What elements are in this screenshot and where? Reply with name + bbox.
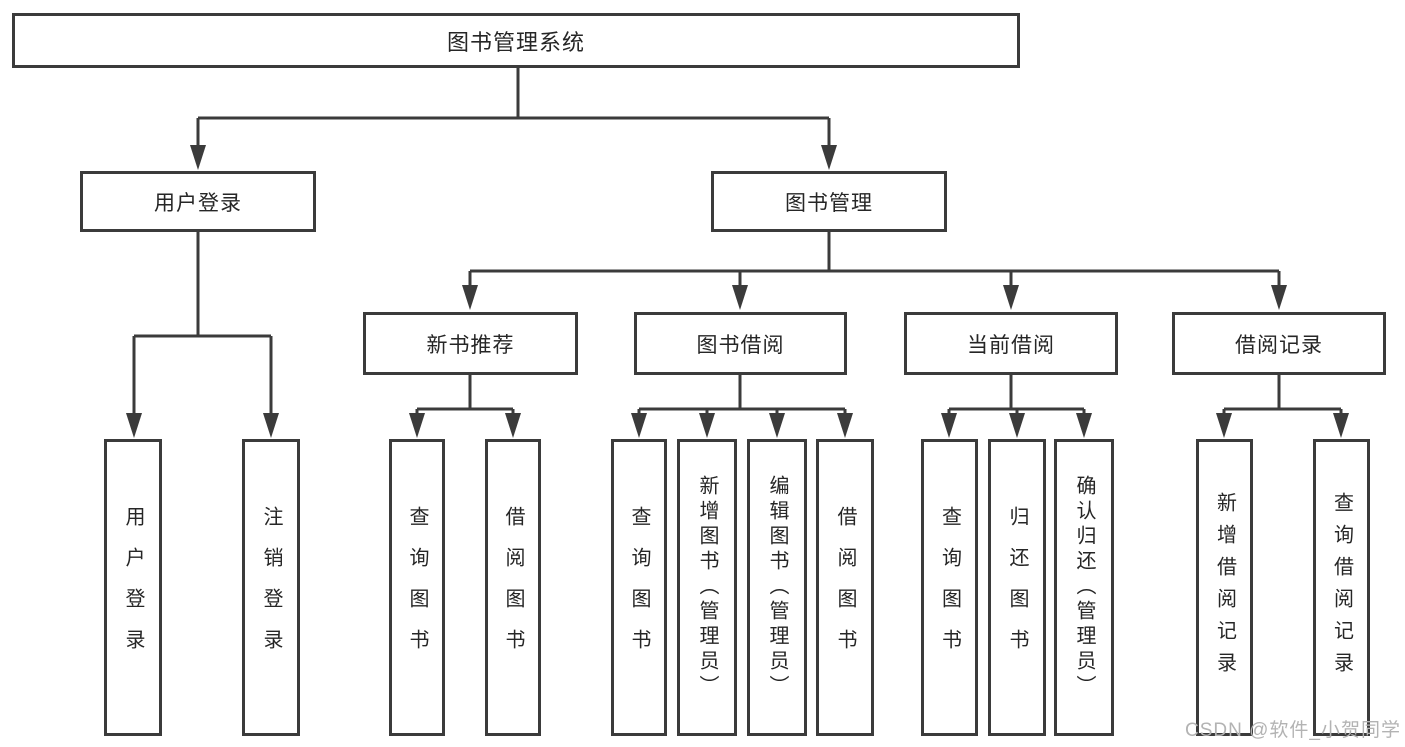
node-label: 归还图书	[1006, 505, 1028, 670]
node-label: 查询图书	[628, 505, 650, 670]
leaf-query-books-recommend: 查询图书	[389, 439, 445, 736]
node-label: 借阅记录	[1235, 333, 1323, 357]
node-label: 借阅图书	[834, 505, 856, 670]
leaf-query-books-borrow: 查询图书	[611, 439, 667, 736]
node-label: 借阅图书	[502, 505, 524, 670]
node-label: 查询图书	[938, 505, 961, 670]
node-label: 确认归还（管理员）	[1073, 475, 1095, 700]
csdn-watermark: CSDN @软件_小贺同学	[1185, 720, 1401, 741]
node-label: 编辑图书（管理员）	[766, 475, 788, 700]
leaf-borrow-books-recommend: 借阅图书	[485, 439, 541, 736]
leaf-edit-books-admin: 编辑图书（管理员）	[747, 439, 807, 736]
node-current-borrow: 当前借阅	[904, 312, 1118, 375]
leaf-user-login: 用户登录	[104, 439, 162, 736]
node-new-book-recommend: 新书推荐	[363, 312, 578, 375]
node-label: 图书管理	[785, 191, 873, 215]
leaf-logout: 注销登录	[242, 439, 300, 736]
node-label: 当前借阅	[967, 333, 1055, 357]
node-book-borrow: 图书借阅	[634, 312, 847, 375]
node-label: 图书借阅	[696, 333, 785, 357]
leaf-confirm-return-admin: 确认归还（管理员）	[1054, 439, 1114, 736]
node-label: 新书推荐	[426, 333, 515, 357]
node-label: 查询图书	[406, 505, 428, 670]
node-root-system: 图书管理系统	[12, 13, 1020, 68]
node-book-management: 图书管理	[711, 171, 947, 232]
node-label: 新增借阅记录	[1213, 491, 1236, 684]
node-label: 图书管理系统	[446, 29, 585, 55]
node-label: 用户登录	[122, 505, 144, 670]
leaf-add-books-admin: 新增图书（管理员）	[677, 439, 737, 736]
node-borrow-records: 借阅记录	[1172, 312, 1386, 375]
node-user-login: 用户登录	[80, 171, 316, 232]
node-label: 查询借阅记录	[1330, 491, 1353, 684]
node-label: 用户登录	[154, 191, 242, 215]
leaf-add-borrow-record: 新增借阅记录	[1196, 439, 1253, 736]
node-label: 新增图书（管理员）	[696, 475, 718, 700]
leaf-return-books: 归还图书	[988, 439, 1046, 736]
node-label: 注销登录	[260, 505, 282, 670]
leaf-query-borrow-record: 查询借阅记录	[1313, 439, 1370, 736]
leaf-query-books-current: 查询图书	[921, 439, 978, 736]
leaf-borrow-books: 借阅图书	[816, 439, 874, 736]
